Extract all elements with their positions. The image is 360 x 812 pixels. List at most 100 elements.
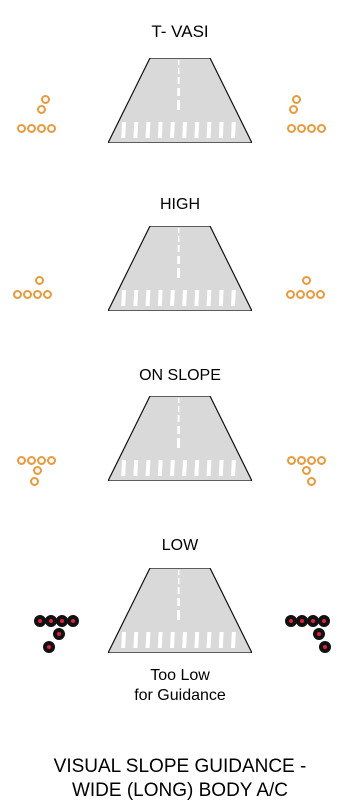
runway-threshold-bar (231, 290, 236, 306)
runway-threshold-bar (206, 460, 212, 476)
section-high: HIGH (0, 58, 360, 228)
runway-centerline-dash (178, 60, 180, 65)
runway-threshold-bar (194, 290, 200, 306)
runway-threshold-bar (145, 632, 151, 648)
vasi-red-light (56, 615, 68, 627)
caption-line: for Guidance (134, 687, 226, 704)
vasi-lights-right (283, 226, 353, 306)
runway-threshold-bar (218, 632, 224, 648)
vasi-white-light (316, 290, 325, 299)
vasi-white-light (307, 124, 316, 133)
runway-threshold-bar (145, 290, 151, 306)
runway-threshold-bar (145, 122, 151, 138)
runway-centerline-dash (177, 268, 180, 278)
vasi-lights-left (8, 568, 79, 653)
runway-centerline-dash (177, 610, 180, 620)
vasi-white-light (289, 105, 298, 114)
runway-threshold-bar (218, 122, 224, 138)
runway-threshold-bar (121, 632, 126, 648)
runway-threshold-bar (121, 122, 126, 138)
vasi-white-light (35, 276, 44, 285)
runway-threshold-bar (121, 290, 126, 306)
vasi-white-light (297, 124, 306, 133)
vasi-white-light (27, 124, 36, 133)
vasi-white-light (296, 290, 305, 299)
runway-graphic (108, 396, 252, 481)
runway-centerline-dash (177, 587, 180, 594)
vasi-white-light (23, 290, 32, 299)
runway-threshold-bar (133, 290, 139, 306)
runway-threshold-bar (194, 460, 200, 476)
runway-threshold-bar (231, 122, 236, 138)
vasi-white-light (302, 466, 311, 475)
vasi-white-light (286, 290, 295, 299)
runway-graphic (108, 58, 252, 143)
vasi-white-light (306, 290, 315, 299)
vasi-white-light (41, 95, 50, 104)
vasi-red-light (313, 628, 325, 640)
section-caption: HIGH (0, 195, 360, 215)
footer-line: VISUAL SLOPE GUIDANCE - (53, 756, 307, 777)
section-too-low: Too Low for Guidance (0, 568, 360, 738)
runway-centerline-dash (177, 100, 180, 110)
runway-centerline-dash (178, 406, 180, 412)
runway-threshold-bar (157, 460, 163, 476)
vasi-white-light (287, 124, 296, 133)
vasi-red-light (296, 615, 308, 627)
runway-threshold-bar (170, 632, 175, 648)
runway-centerline-dash (178, 68, 180, 74)
runway-centerline-dash (177, 426, 180, 434)
vasi-white-light (30, 477, 39, 486)
vasi-lights-right (283, 58, 353, 138)
vasi-white-light (297, 456, 306, 465)
vasi-white-light (47, 456, 56, 465)
vasi-white-light (43, 290, 52, 299)
vasi-red-light (307, 615, 319, 627)
vasi-white-light (27, 456, 36, 465)
vasi-white-light (302, 276, 311, 285)
caption-line: HIGH (160, 196, 200, 213)
section-caption: Too Low for Guidance (0, 666, 360, 706)
vasi-red-light (318, 615, 330, 627)
runway-centerline-dash (178, 236, 180, 242)
vasi-white-light (307, 456, 316, 465)
runway-threshold-bar (170, 122, 175, 138)
runway-centerline-dash (178, 578, 180, 584)
diagram-footer: VISUAL SLOPE GUIDANCE - WIDE (LONG) BODY… (0, 755, 360, 803)
runway-threshold-bar (157, 632, 163, 648)
section-on-slope: ON SLOPE (0, 226, 360, 396)
vasi-lights-left (8, 396, 78, 486)
vasi-white-light (13, 290, 22, 299)
runway-threshold-bar (121, 460, 126, 476)
runway-threshold-bar (157, 122, 163, 138)
runway-graphic (108, 226, 252, 311)
vasi-white-light (317, 456, 326, 465)
vasi-lights-left (8, 226, 78, 306)
runway-threshold-bar (206, 632, 212, 648)
runway-threshold-bar (182, 290, 187, 306)
vasi-white-light (287, 456, 296, 465)
runway-threshold-bar (206, 290, 212, 306)
runway-threshold-bar (145, 460, 151, 476)
runway-threshold-bar (206, 122, 212, 138)
runway-threshold-bar (231, 632, 236, 648)
runway-centerline-dash (178, 570, 180, 575)
runway-threshold-bar (157, 290, 163, 306)
runway-threshold-bar (194, 122, 200, 138)
vasi-white-light (17, 456, 26, 465)
diagram-title: T- VASI (151, 22, 209, 41)
vasi-white-light (37, 456, 46, 465)
vasi-white-light (33, 290, 42, 299)
vasi-red-light (53, 628, 65, 640)
vasi-red-light (45, 615, 57, 627)
runway-threshold-bar (133, 122, 139, 138)
vasi-white-light (37, 105, 46, 114)
runway-centerline-dash (177, 256, 180, 264)
runway-threshold-bar (133, 460, 139, 476)
vasi-red-light (285, 615, 297, 627)
runway-threshold-bar (182, 122, 187, 138)
runway-centerline-dash (177, 415, 180, 422)
caption-line: LOW (161, 537, 199, 554)
vasi-white-light (307, 477, 316, 486)
runway-threshold-bar (182, 460, 187, 476)
